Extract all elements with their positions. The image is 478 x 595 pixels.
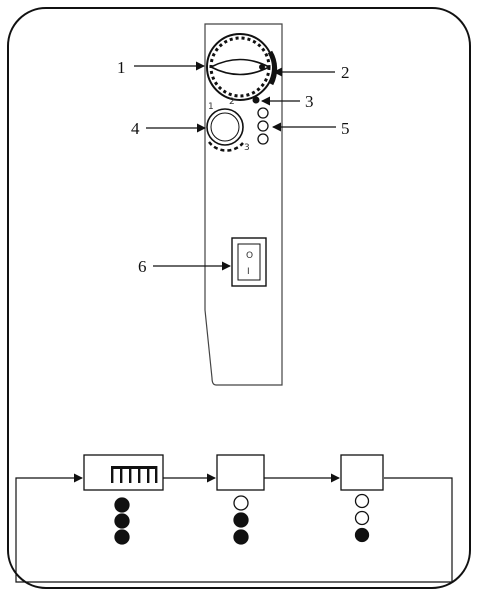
thermostat-knob[interactable] <box>206 33 274 101</box>
control-panel <box>204 23 283 386</box>
callout-number-3: 3 <box>305 92 314 111</box>
sequence-flow <box>15 454 453 583</box>
stage-2-lamp <box>233 529 249 545</box>
heating-bar <box>138 466 141 483</box>
stage-1-lamp <box>114 513 130 529</box>
heating-bar <box>120 466 123 483</box>
callout-number-5: 5 <box>341 119 350 138</box>
status-lamp <box>257 133 269 145</box>
power-switch[interactable]: O I <box>231 237 267 287</box>
heating-bar <box>147 466 150 483</box>
stage-2-lamp <box>233 495 249 511</box>
stage-2-lamp <box>233 512 249 528</box>
heating-bar <box>129 466 132 483</box>
status-lamps <box>257 107 269 145</box>
status-lamp <box>257 120 269 132</box>
indicator-light <box>252 96 260 104</box>
dial-mark-2: 2 <box>229 97 235 107</box>
callout-number-6: 6 <box>138 257 147 276</box>
heating-bars <box>111 466 158 483</box>
stage-3-lamp <box>354 510 370 526</box>
switch-off-symbol: I <box>247 267 250 277</box>
sequence-stage-box <box>340 454 384 491</box>
stage-3-lamp <box>354 493 370 509</box>
callout-number-1: 1 <box>117 58 126 77</box>
sequence-stage-box <box>216 454 265 491</box>
heating-bar <box>111 466 114 483</box>
switch-on-symbol: O <box>246 251 253 261</box>
flow-loop-line <box>15 473 453 583</box>
status-lamp <box>257 107 269 119</box>
stage-3-lamp <box>354 527 370 543</box>
sequence-stage-box <box>83 454 164 491</box>
dial-mark-1: 1 <box>208 102 214 112</box>
stage-1-lamp <box>114 497 130 513</box>
callout-number-2: 2 <box>341 63 350 82</box>
mode-selector-dial[interactable]: 1 2 3 <box>206 97 250 153</box>
dial-mark-3: 3 <box>244 143 250 153</box>
stage-1-lamp <box>114 529 130 545</box>
heating-bar <box>155 466 158 483</box>
callout-number-4: 4 <box>131 119 140 138</box>
outer-frame <box>7 7 471 589</box>
knob-grip <box>209 58 271 76</box>
